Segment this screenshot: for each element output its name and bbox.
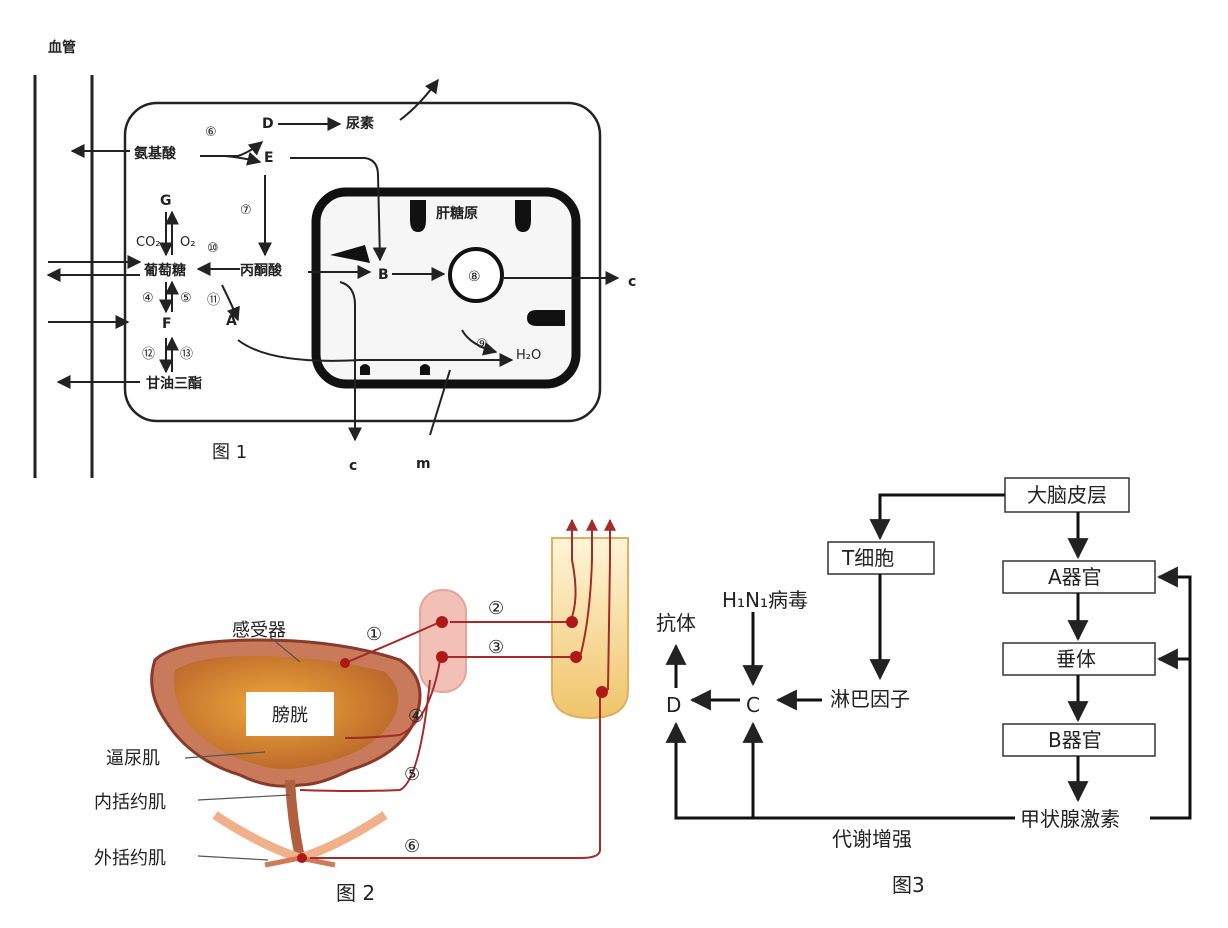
- num-4: ④: [408, 706, 424, 727]
- num-3: ③: [488, 637, 504, 658]
- crista: [515, 200, 531, 232]
- antibody-label: 抗体: [656, 611, 696, 635]
- node-G: G: [160, 193, 172, 209]
- cortex-box: [1004, 477, 1130, 513]
- figure-1: 血管 ⑧ 肝糖原 D 尿素 E 氨基酸 G CO₂ O₂ 葡萄糖 丙酮酸 B A…: [33, 39, 636, 478]
- liver-glycogen-label: 肝糖原: [436, 205, 478, 222]
- step-label: ⑫: [142, 347, 155, 362]
- fig3-caption: 图3: [892, 873, 925, 897]
- organ-b-label: B器官: [1048, 728, 1102, 752]
- fig1-arrows: [46, 78, 620, 442]
- crista: [330, 245, 370, 263]
- pyruvate-label: 丙酮酸: [240, 262, 283, 279]
- h2o-label: H₂O: [516, 348, 541, 363]
- crista: [360, 364, 370, 375]
- step-label: ⑩: [207, 241, 219, 256]
- num-6: ⑥: [404, 836, 420, 857]
- node-B: B: [378, 267, 389, 283]
- fig2-caption: 图 2: [336, 881, 375, 905]
- step-label: ⑥: [205, 125, 217, 140]
- crista: [527, 310, 565, 326]
- step-label: ⑧: [468, 269, 481, 285]
- bladder-label: 膀胱: [272, 705, 308, 726]
- o2-label: O₂: [180, 235, 195, 250]
- num-1: ①: [366, 624, 382, 645]
- c-bottom-label: c: [349, 458, 357, 474]
- lymphokine-label: 淋巴因子: [830, 687, 910, 711]
- glucose-label: 葡萄糖: [143, 262, 186, 279]
- organ-a-label: A器官: [1048, 565, 1102, 589]
- blood-vessel-label: 血管: [48, 39, 76, 56]
- fig3-arrows: [665, 493, 1192, 820]
- metabolism-label: 代谢增强: [832, 827, 912, 851]
- crista: [420, 364, 430, 375]
- inner-sphincter-label: 内括约肌: [94, 792, 166, 813]
- cortex-label: 大脑皮层: [1027, 483, 1107, 507]
- bladder-label-box: [246, 692, 334, 736]
- tca-cycle: [448, 247, 504, 303]
- step-label: ⑬: [180, 347, 193, 362]
- fig3-boxes: [827, 477, 1156, 757]
- m-label: m: [416, 456, 431, 472]
- organ-b-box: [1002, 723, 1156, 757]
- step-label: ⑨: [476, 337, 488, 352]
- t-cell-label: T细胞: [841, 546, 894, 570]
- outer-sphincter: [298, 811, 388, 863]
- node-F: F: [162, 316, 172, 332]
- h1n1-label: H₁N₁病毒: [722, 588, 808, 612]
- detrusor-label: 逼尿肌: [106, 748, 160, 769]
- t-cell-box: [827, 541, 935, 575]
- urethra: [285, 779, 305, 860]
- num-5: ⑤: [404, 764, 420, 785]
- crista: [410, 200, 426, 232]
- c-right-label: c: [628, 274, 636, 290]
- thyroxine-label: 甲状腺激素: [1020, 807, 1120, 831]
- step-label: ⑪: [207, 293, 220, 308]
- spinal-cord: [551, 537, 629, 720]
- pituitary-box: [1002, 642, 1156, 676]
- node-D: D: [262, 116, 274, 132]
- figure-2: 膀胱: [94, 518, 629, 905]
- urea-label: 尿素: [346, 115, 374, 132]
- pituitary-label: 垂体: [1056, 647, 1096, 671]
- outer-sphincter-label: 外括约肌: [94, 848, 166, 869]
- node-D-label: D: [666, 693, 681, 717]
- node-C-label: C: [746, 693, 760, 717]
- step-label: ⑤: [180, 291, 192, 306]
- node-E: E: [264, 150, 274, 166]
- organ-a-box: [1002, 560, 1156, 594]
- step-label: ⑦: [240, 203, 252, 218]
- co2-label: CO₂: [136, 235, 161, 250]
- figure-3: 大脑皮层 T细胞 A器官 垂体 B器官 甲状腺激素 H₁N₁病毒 抗体 淋巴因子…: [656, 477, 1192, 897]
- num-2: ②: [488, 598, 504, 619]
- receptor-label: 感受器: [232, 620, 286, 641]
- glycerol-label: 甘油三酯: [146, 375, 202, 392]
- nerve-paths: [299, 518, 616, 859]
- outer-sphincter: [212, 811, 302, 863]
- step-label: ④: [142, 291, 154, 306]
- fig1-caption: 图 1: [212, 442, 247, 463]
- sacral-ganglion: [419, 589, 467, 693]
- amino-acid-label: 氨基酸: [134, 145, 177, 162]
- synapse-dots: [297, 616, 608, 863]
- leader-lines: [184, 636, 301, 861]
